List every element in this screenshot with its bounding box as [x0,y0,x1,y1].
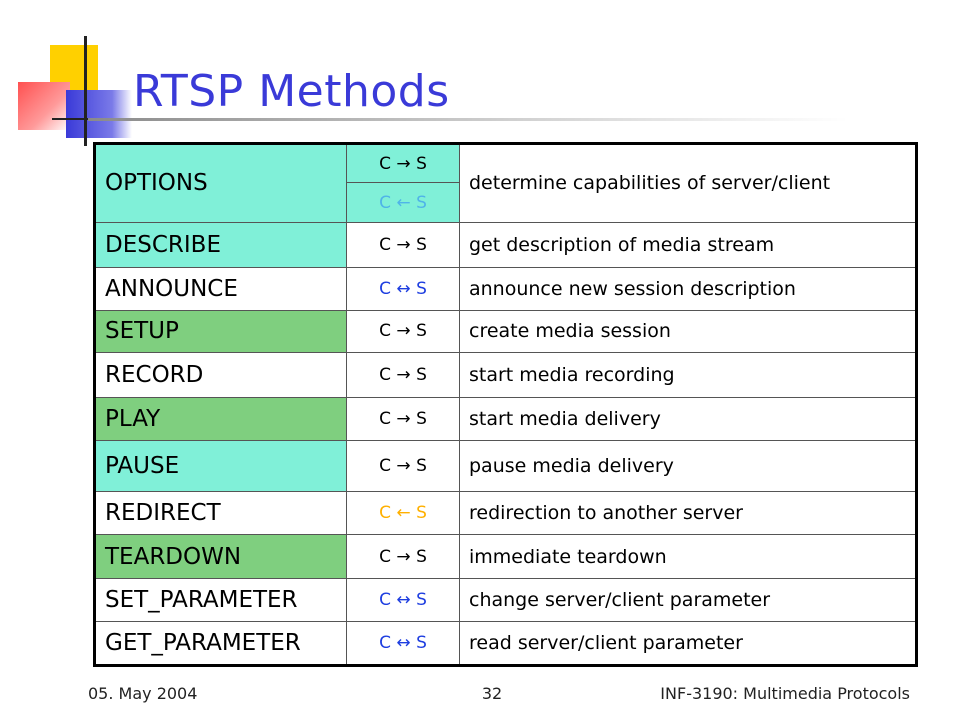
table-row: SETUP C → S create media session [94,309,917,354]
direction: C → S [346,142,460,184]
method-name: OPTIONS [94,143,347,223]
method-name: GET_PARAMETER [94,621,347,666]
direction: C → S [346,534,460,579]
method-description: pause media delivery [459,440,917,492]
method-name: TEARDOWN [94,534,347,579]
red-square [18,82,70,130]
table-row: PLAY C → S start media delivery [94,396,917,442]
direction: C ← S [346,490,460,536]
page-number: 32 [481,684,503,703]
direction: C → S [346,396,460,442]
method-name: DESCRIBE [94,221,347,269]
method-description: get description of media stream [459,221,917,269]
table-row: PAUSE C → S pause media delivery [94,440,917,492]
method-name: PAUSE [94,440,347,492]
vertical-line [84,36,87,146]
table-row: DESCRIBE C → S get description of media … [94,221,917,269]
table-row: TEARDOWN C → S immediate teardown [94,534,917,579]
method-description: read server/client parameter [459,621,917,666]
table-row: SET_PARAMETER C ↔ S change server/client… [94,577,917,623]
slide-title: RTSP Methods [133,66,450,117]
direction: C ← S [346,182,460,223]
footer-date: 05. May 2004 [88,684,198,703]
direction: C ↔ S [346,621,460,666]
table-row: OPTIONS C → S determine capabilities of … [94,142,917,223]
footer-course: INF-3190: Multimedia Protocols [660,684,910,703]
method-description: determine capabilities of server/client [459,143,917,223]
direction: C ↔ S [346,577,460,623]
direction: C → S [346,309,460,354]
table-row: C ← S [95,182,917,223]
title-rule [88,118,848,121]
blue-square [66,90,132,138]
method-description: create media session [459,309,917,354]
method-description: redirection to another server [459,490,917,536]
table-row: REDIRECT C ← S redirection to another se… [94,490,917,536]
table-row: GET_PARAMETER C ↔ S read server/client p… [94,621,917,666]
direction: C → S [346,440,460,492]
corner-decoration [0,0,140,146]
direction: C → S [346,221,460,269]
method-name: PLAY [94,396,347,442]
method-name: SET_PARAMETER [94,577,347,623]
method-description: start media recording [459,352,917,398]
method-name: SETUP [94,309,347,354]
direction: C ↔ S [346,267,460,311]
direction: C → S [346,352,460,398]
method-description: immediate teardown [459,534,917,579]
horizontal-line [52,118,92,120]
method-description: start media delivery [459,396,917,442]
rtsp-methods-table: OPTIONS C → S determine capabilities of … [93,142,918,667]
table-row: ANNOUNCE C ↔ S announce new session desc… [94,267,917,311]
method-description: announce new session description [459,267,917,311]
method-name: REDIRECT [94,490,347,536]
table-row: RECORD C → S start media recording [94,352,917,398]
method-name: ANNOUNCE [94,267,347,311]
method-name: RECORD [94,352,347,398]
method-description: change server/client parameter [459,577,917,623]
